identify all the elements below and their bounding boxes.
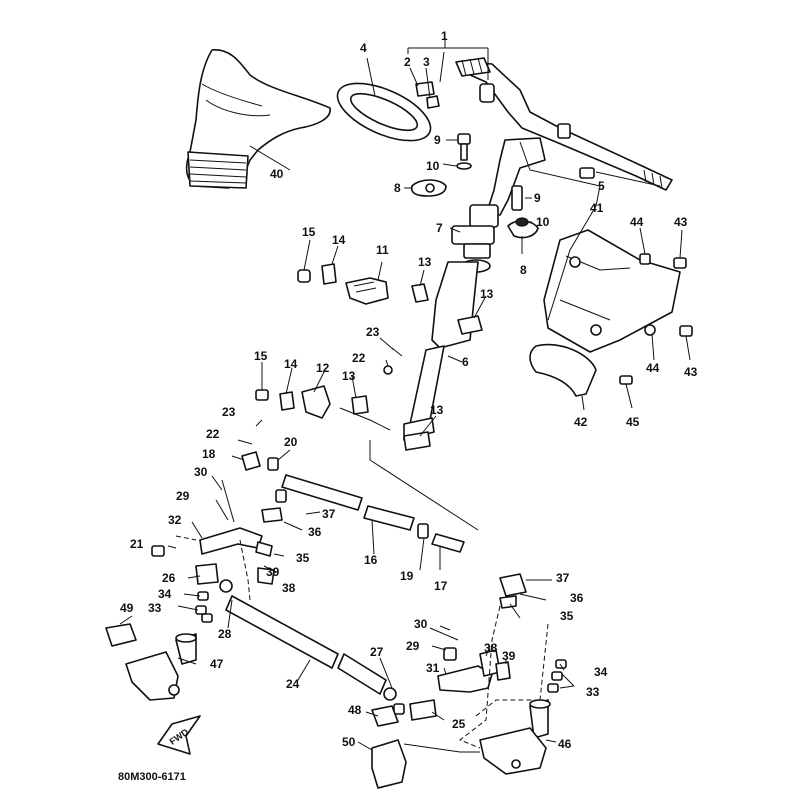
callout-43-upper: 43	[674, 215, 688, 229]
callout-37-left: 37	[322, 507, 336, 521]
callout-13-d: 13	[430, 403, 444, 417]
callout-31: 31	[426, 661, 440, 675]
callout-39-right: 39	[502, 649, 516, 663]
callout-46: 46	[558, 737, 572, 751]
steering-pad-part	[336, 82, 432, 142]
callout-23-lower: 23	[222, 405, 236, 419]
forward-arrow-icon: FWD	[157, 715, 201, 755]
callout-15-lower: 15	[254, 349, 268, 363]
callout-42: 42	[574, 415, 588, 429]
callout-37-right: 37	[556, 571, 570, 585]
callout-24: 24	[286, 677, 300, 691]
callout-2: 2	[404, 55, 411, 69]
callout-19: 19	[400, 569, 414, 583]
bolt-part-2	[415, 81, 440, 109]
callout-10-lower: 10	[536, 215, 550, 229]
callout-14-upper: 14	[332, 233, 346, 247]
callout-23-upper: 23	[366, 325, 380, 339]
bushing-part-13	[351, 283, 483, 451]
callout-47: 47	[210, 657, 224, 671]
handlebar-cover-part	[185, 49, 331, 189]
callout-13-c: 13	[342, 369, 356, 383]
callout-34-right: 34	[594, 665, 608, 679]
callout-13-a: 13	[418, 255, 432, 269]
diagram-code: 80M300-6171	[118, 771, 186, 783]
callout-7: 7	[436, 221, 443, 235]
callout-13-b: 13	[480, 287, 494, 301]
cover-part-50	[371, 739, 407, 789]
callout-44-upper: 44	[630, 215, 644, 229]
callout-22-lower: 22	[206, 427, 220, 441]
callout-36-right: 36	[570, 591, 584, 605]
callout-5: 5	[598, 179, 605, 193]
clamp-part-8	[410, 179, 447, 197]
callout-16: 16	[364, 553, 378, 567]
callout-34-left: 34	[158, 587, 172, 601]
handlebar-part	[455, 57, 673, 216]
callout-44-lower: 44	[646, 361, 660, 375]
callout-45: 45	[626, 415, 640, 429]
callout-38-right: 38	[484, 641, 498, 655]
bolt-part-5	[579, 167, 595, 179]
callout-35-right: 35	[560, 609, 574, 623]
bracket-part-48	[371, 705, 399, 727]
bolt-part-9	[456, 133, 472, 170]
callout-25: 25	[452, 717, 466, 731]
nozzle-arm-part-46	[479, 699, 551, 775]
callout-6: 6	[462, 355, 469, 369]
linkage-rod-part-16	[281, 474, 465, 553]
callout-40: 40	[270, 167, 284, 181]
callout-43-lower: 43	[684, 365, 698, 379]
leader-lines	[119, 34, 691, 753]
callout-10-upper: 10	[426, 159, 440, 173]
callout-41: 41	[590, 201, 604, 215]
callout-29-left: 29	[176, 489, 190, 503]
callout-8-upper: 8	[394, 181, 401, 195]
bolt-part-15-upper	[297, 263, 337, 285]
callout-50: 50	[342, 735, 356, 749]
callout-33-right: 33	[586, 685, 600, 699]
callout-1: 1	[441, 29, 448, 43]
callout-26: 26	[162, 571, 176, 585]
linkage-rod-part-24	[225, 595, 397, 701]
callout-17: 17	[434, 579, 448, 593]
callout-48: 48	[348, 703, 362, 717]
callout-29-right: 29	[406, 639, 420, 653]
callout-30-left: 30	[194, 465, 208, 479]
callout-33-left: 33	[148, 601, 162, 615]
callout-30-right: 30	[414, 617, 428, 631]
callout-18: 18	[202, 447, 216, 461]
fastener-part-43	[619, 253, 693, 385]
callout-20: 20	[284, 435, 298, 449]
callout-27: 27	[370, 645, 384, 659]
callout-39-left: 39	[266, 565, 280, 579]
nozzle-arm-part-47	[105, 623, 197, 701]
callout-38-left: 38	[282, 581, 296, 595]
callout-labels: 1 2 3 4 5 6 7 8 8 9 9 10 10 11 12 13 13 …	[120, 29, 698, 751]
callout-28: 28	[218, 627, 232, 641]
callout-32: 32	[168, 513, 182, 527]
callout-22-upper: 22	[352, 351, 366, 365]
callout-11: 11	[376, 243, 389, 257]
callout-9-lower: 9	[534, 191, 541, 205]
callout-9-upper: 9	[434, 133, 441, 147]
callout-49: 49	[120, 601, 134, 615]
linkage-arm-part-31	[393, 573, 567, 721]
callout-3: 3	[423, 55, 430, 69]
callout-36-left: 36	[308, 525, 322, 539]
callout-15-upper: 15	[302, 225, 316, 239]
callout-12: 12	[316, 361, 330, 375]
linkage-arm-part-32	[151, 451, 287, 623]
cover-part-42	[529, 343, 597, 397]
callout-14-lower: 14	[284, 357, 298, 371]
mounting-bracket-part-41	[543, 229, 681, 353]
callout-35-left: 35	[296, 551, 310, 565]
callout-21: 21	[130, 537, 144, 551]
clamp-part-11	[345, 277, 389, 305]
callout-8-lower: 8	[520, 263, 527, 277]
callout-4: 4	[360, 41, 367, 55]
bracket-part-12	[255, 385, 331, 419]
